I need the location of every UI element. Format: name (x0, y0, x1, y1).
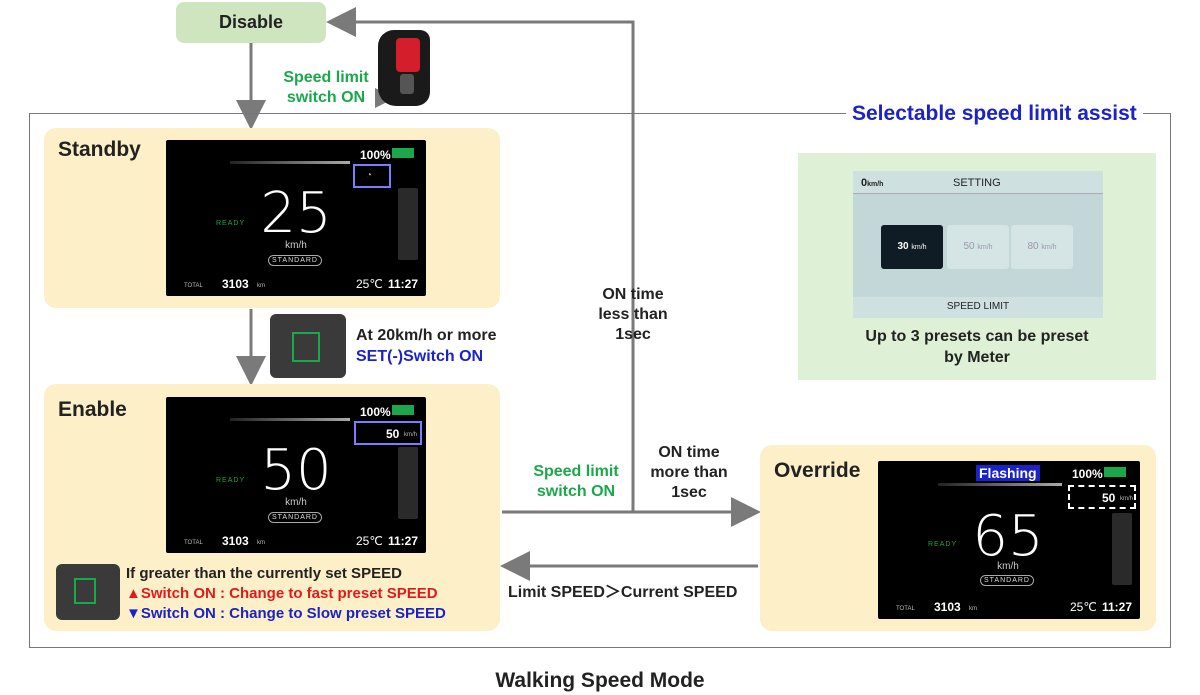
limit-unit: km/h (404, 432, 418, 438)
standby-meter: 100% ◔ READY 25 km/h STANDARD TOTAL 3103… (166, 140, 426, 296)
odometer-unit: km (257, 540, 265, 546)
handlebar-switch-image (378, 30, 430, 106)
clock: 11:27 (1102, 600, 1133, 614)
enable-switch-note: If greater than the currently set SPEED … (126, 565, 446, 622)
speed-value: 65 (972, 504, 1044, 569)
limit-indicator-frame (353, 164, 391, 188)
preset-caption: Up to 3 presets can be preset by Meter (865, 328, 1089, 366)
mode-label: STANDARD (268, 512, 322, 523)
override-state: Override Flashing 100% 50 km/h READY 65 … (760, 445, 1156, 631)
temperature: 25℃ (356, 534, 383, 548)
enable-meter: 100% 50 km/h READY 50 km/h STANDARD TOTA… (166, 397, 426, 553)
flashing-label: Flashing (976, 465, 1040, 481)
setting-title: SETTING (953, 177, 1001, 189)
temperature: 25℃ (1070, 600, 1097, 614)
speed-unit: km/h (285, 497, 307, 508)
odometer-label: TOTAL (184, 540, 203, 546)
battery-percent: 100% (360, 405, 391, 419)
mode-label: STANDARD (268, 255, 322, 266)
speed-value: 25 (260, 181, 332, 246)
battery-icon (392, 148, 414, 158)
side-controls (1112, 513, 1132, 585)
temperature: 25℃ (356, 277, 383, 291)
mode-label: STANDARD (980, 575, 1034, 586)
odometer-label: TOTAL (184, 283, 203, 289)
speed-limit-assist-frame (29, 113, 1171, 648)
limit-unit: km/h (1120, 496, 1134, 502)
standby-state: Standby 100% ◔ READY 25 km/h STANDARD TO… (44, 128, 500, 308)
battery-percent: 100% (360, 148, 391, 162)
override-title: Override (774, 459, 861, 482)
limit-indicator-frame (354, 421, 422, 445)
section-title: Selectable speed limit assist (846, 102, 1143, 126)
limit-value: 50 (1102, 491, 1116, 505)
odometer-value: 3103 (222, 534, 249, 548)
disable-state: Disable (176, 2, 326, 43)
enable-title: Enable (58, 398, 127, 421)
current-speed-unit: km/h (867, 181, 884, 188)
up-down-switch-image (56, 564, 120, 620)
odometer-unit: km (257, 283, 265, 289)
battery-icon (1104, 467, 1126, 477)
setting-screen: 0km/h SETTING 30 km/h 50 km/h 80 km/h SP… (853, 171, 1103, 318)
gauge-icon: ◔ (366, 170, 373, 181)
transition-enable-condition: At 20km/h or more SET(-)Switch ON (356, 327, 497, 365)
current-speed: 0 (861, 177, 868, 189)
speed-value: 50 (260, 438, 332, 503)
limit-vs-current-label: Limit SPEED＞Current SPEED (508, 584, 738, 601)
ready-label: READY (216, 220, 246, 227)
odometer-label: TOTAL (896, 606, 915, 612)
clock: 11:27 (388, 534, 419, 548)
odometer-unit: km (969, 606, 977, 612)
odometer-value: 3103 (934, 600, 961, 614)
set-switch-image (270, 314, 346, 378)
odometer-value: 3103 (222, 277, 249, 291)
footer-title: Walking Speed Mode (495, 669, 705, 692)
speed-unit: km/h (285, 240, 307, 251)
preset-1[interactable]: 30 km/h (881, 225, 943, 269)
limit-indicator-frame (1068, 485, 1136, 509)
preset-3[interactable]: 80 km/h (1011, 225, 1073, 269)
battery-percent: 100% (1072, 467, 1103, 481)
side-controls (398, 188, 418, 260)
ready-label: READY (216, 477, 246, 484)
battery-icon (392, 405, 414, 415)
ready-label: READY (928, 541, 958, 548)
setting-footer: SPEED LIMIT (946, 301, 1010, 312)
clock: 11:27 (388, 277, 419, 291)
standby-title: Standby (58, 138, 141, 161)
speed-unit: km/h (997, 561, 1019, 572)
limit-value: 50 (386, 427, 400, 441)
side-controls (398, 447, 418, 519)
override-meter: Flashing 100% 50 km/h READY 65 km/h STAN… (878, 461, 1140, 619)
arrow-short-press-to-disable (326, 7, 635, 512)
preset-2[interactable]: 50 km/h (947, 225, 1009, 269)
enable-state: Enable 100% 50 km/h READY 50 km/h STANDA… (44, 384, 500, 631)
